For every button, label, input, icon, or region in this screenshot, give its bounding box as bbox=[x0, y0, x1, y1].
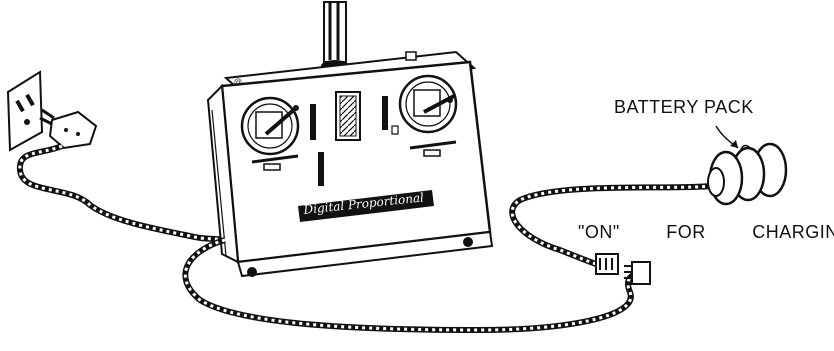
wall-outlet-icon bbox=[6, 70, 44, 152]
ac-cord bbox=[16, 143, 226, 243]
battery-pointer-arrow bbox=[715, 125, 739, 149]
on-for-charging-label: "ON" FOR CHARGING bbox=[578, 222, 834, 242]
center-meter bbox=[335, 91, 361, 141]
svg-text:@: @ bbox=[234, 77, 242, 86]
battery-pack-icon bbox=[707, 142, 788, 206]
transmitter-icon: @ bbox=[206, 1, 494, 278]
battery-pack-label: BATTERY PACK bbox=[614, 97, 754, 117]
ac-plug-icon bbox=[39, 108, 98, 150]
right-stick-gimbal bbox=[391, 74, 458, 157]
trim-sliders bbox=[310, 96, 388, 186]
left-stick-gimbal bbox=[240, 96, 300, 171]
connector-plug-icon bbox=[595, 253, 651, 285]
